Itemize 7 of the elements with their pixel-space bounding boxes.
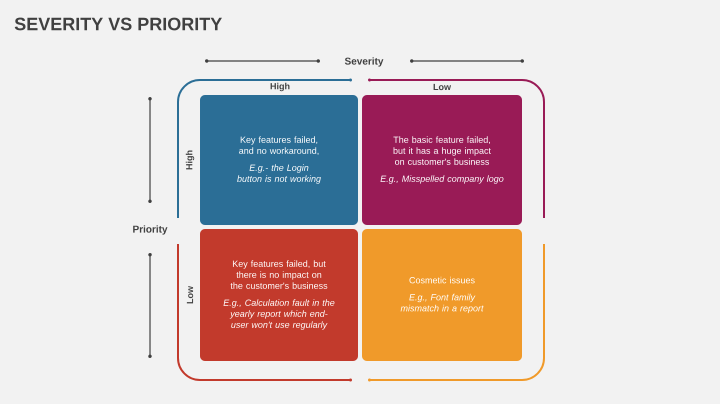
title: SEVERITY VS PRIORITY: [14, 18, 222, 30]
quadrant-box: Cosmetic issues E.g., Font family mismatch in a report: [362, 229, 522, 361]
axis-title: Severity: [344, 57, 384, 67]
quadrant-box: Key features failed, but there is no impact on the customer's business E.g., Calculation fault in the yearly report which end-user won't use regularly: [200, 229, 358, 361]
axis-title: Priority: [133, 225, 168, 235]
quadrant-box: Key features failed, and no workaround, E.g.- the Login button is not working: [200, 95, 358, 225]
quadrant-box: The basic feature failed, but it has a huge impact on customer's business E.g., Misspelled company logo: [362, 95, 522, 225]
